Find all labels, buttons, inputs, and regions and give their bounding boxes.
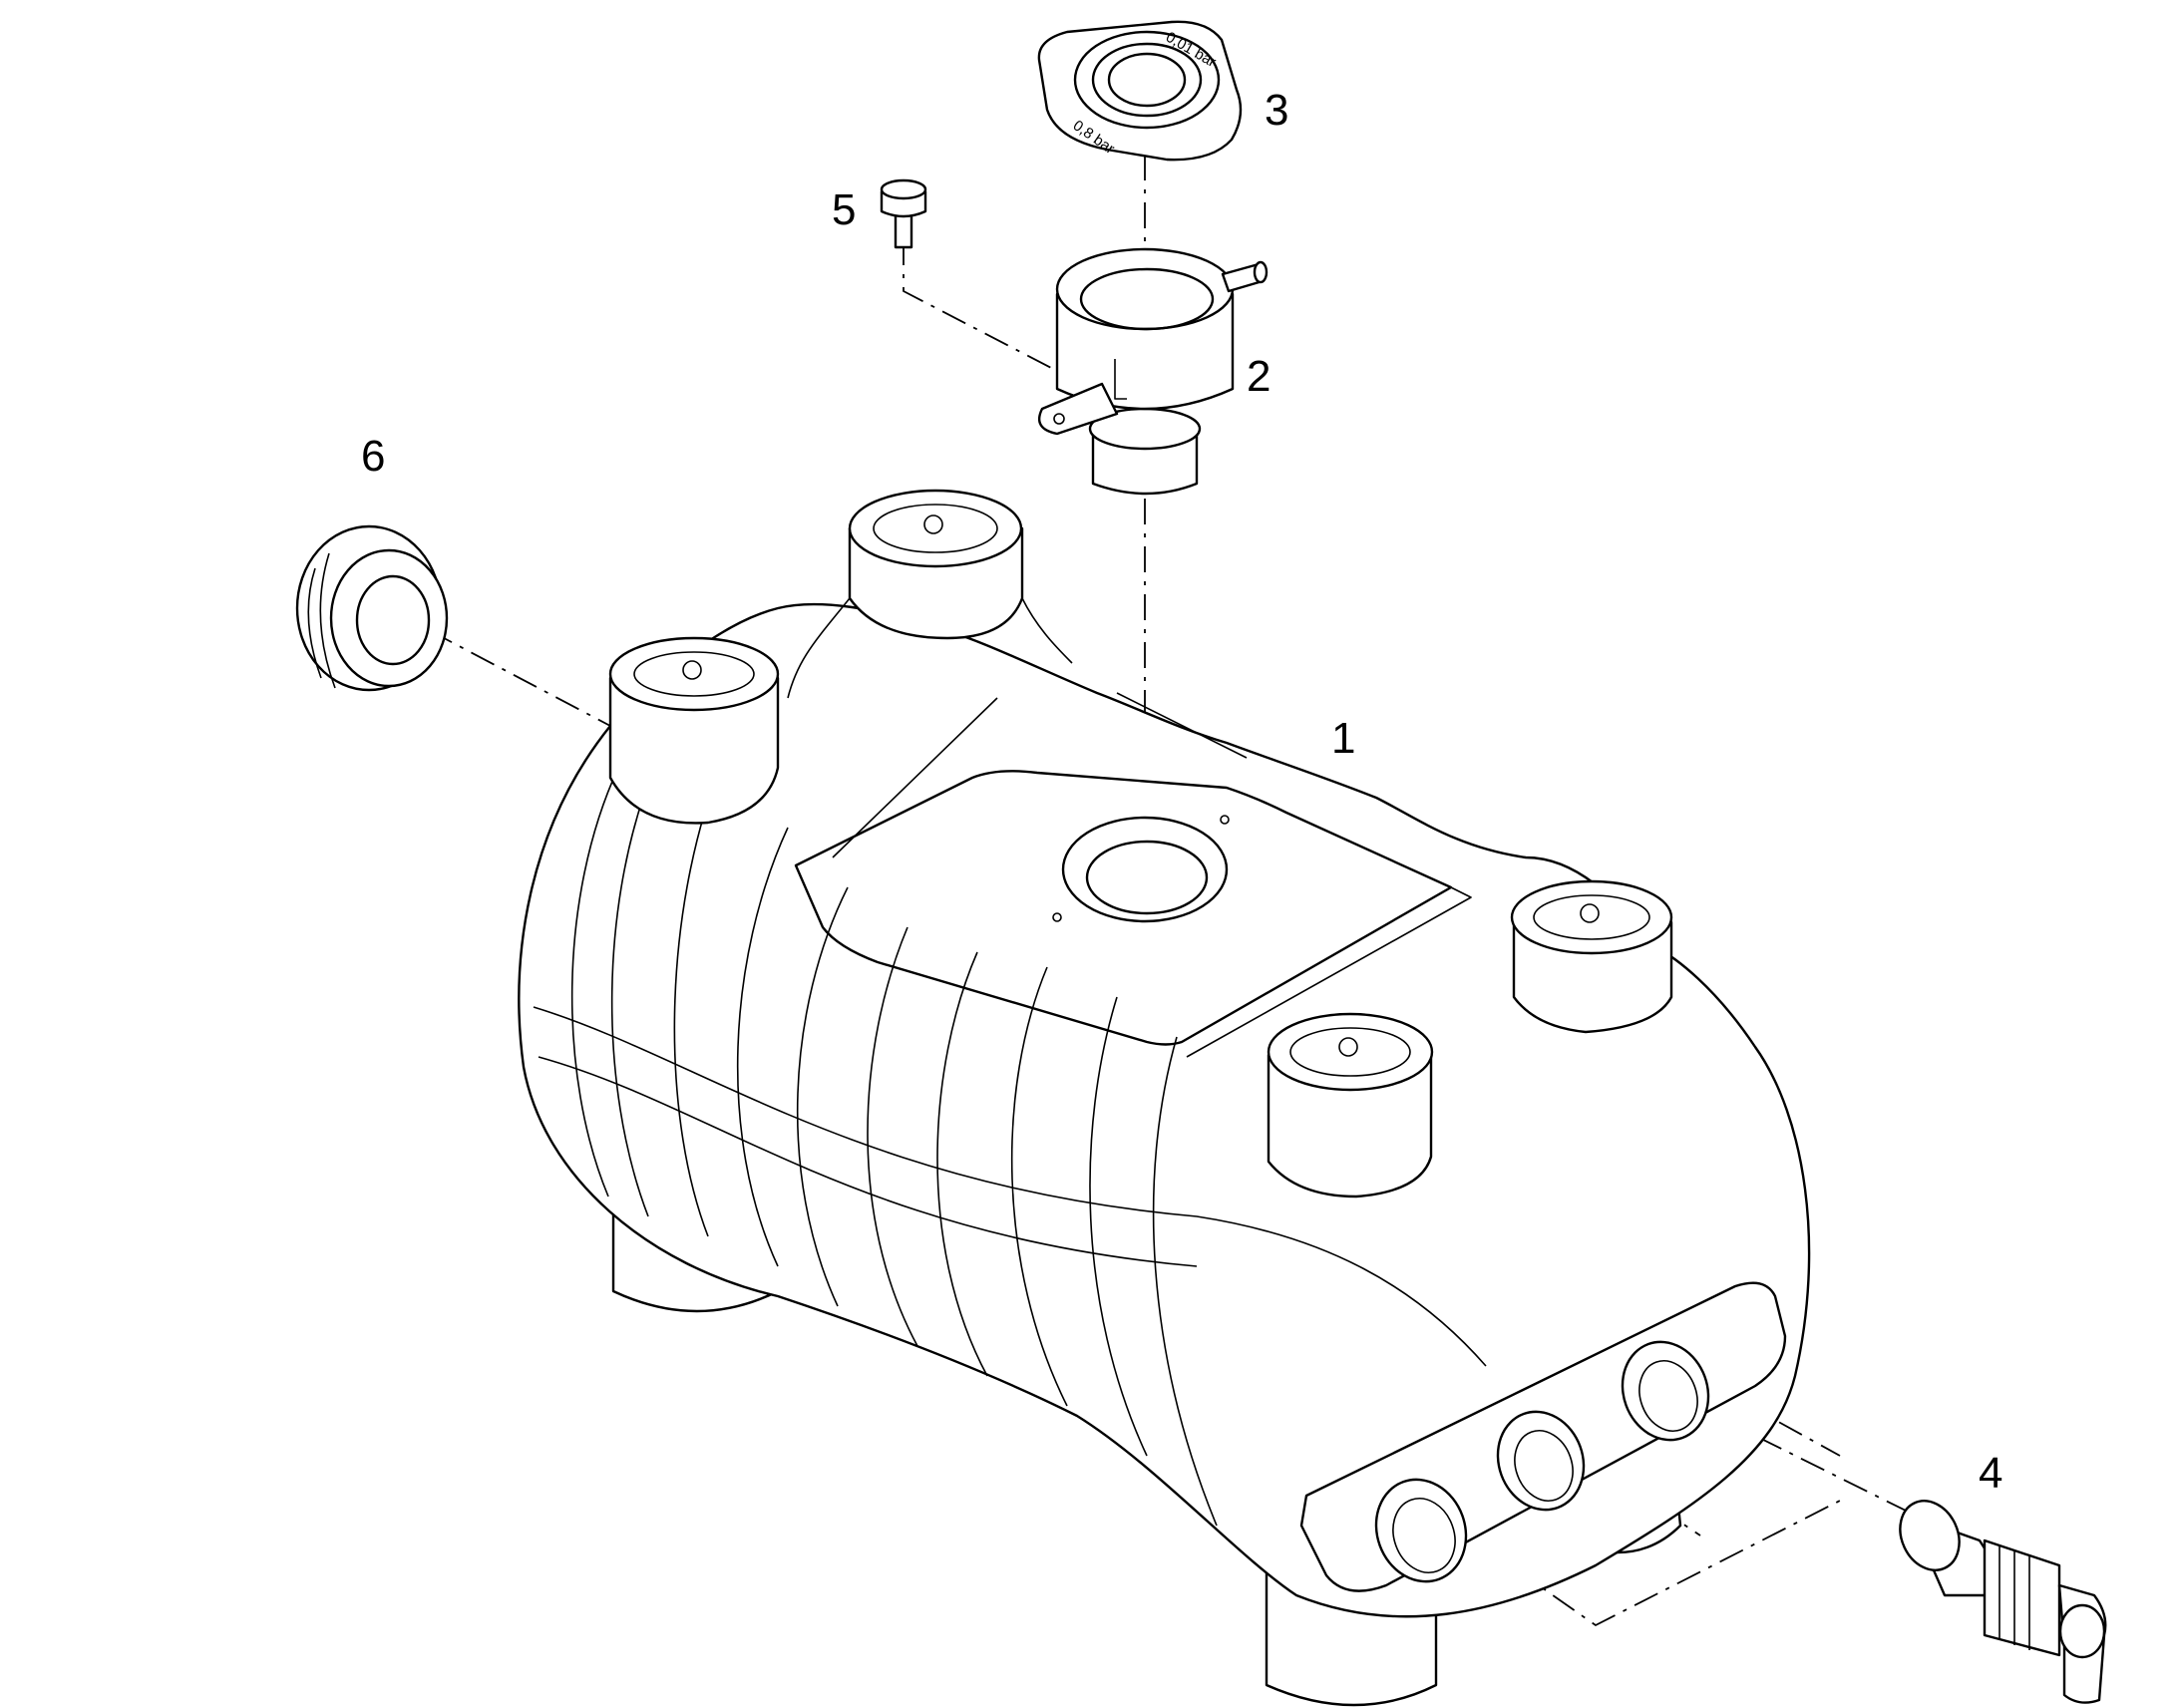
tank-filler-hole-2 bbox=[1052, 912, 1062, 922]
elbow-fitting-inlet bbox=[1899, 1500, 1961, 1571]
tank-filler-hole-1 bbox=[1220, 815, 1230, 825]
filler-neck-rim-inner bbox=[1079, 267, 1215, 331]
tank-port-right bbox=[1621, 1340, 1710, 1442]
tank-lug-left bbox=[608, 636, 780, 825]
callout-2: 2 bbox=[1247, 352, 1271, 401]
tank-lug-right bbox=[1510, 879, 1673, 1034]
tank-top-plate bbox=[794, 770, 1453, 1046]
tank-outline bbox=[518, 602, 1811, 1618]
callout-6: 6 bbox=[361, 432, 385, 481]
pressure-cap: 0,8 bar 0,01 bar bbox=[1037, 20, 1243, 162]
tank-lug-center bbox=[787, 489, 1073, 699]
tank-lug-front bbox=[1267, 1012, 1434, 1198]
pressure-cap-ring-outer bbox=[1073, 30, 1221, 130]
pressure-cap-ring-mid bbox=[1091, 42, 1203, 118]
screw bbox=[880, 178, 927, 249]
tank-filler-opening-inner bbox=[1085, 840, 1209, 915]
sight-glass-ring-inner bbox=[355, 574, 431, 666]
tank-body bbox=[518, 489, 1811, 1707]
elbow-fitting-nut bbox=[1983, 1538, 2061, 1657]
callout-5: 5 bbox=[832, 185, 856, 234]
callout-3: 3 bbox=[1265, 86, 1288, 135]
tank-port-left bbox=[1374, 1478, 1468, 1583]
callout-labels: 1 2 3 4 5 6 bbox=[361, 86, 2002, 1498]
filler-neck bbox=[1037, 247, 1269, 496]
pressure-cap-ring-inner bbox=[1107, 52, 1187, 108]
tank-port-panel bbox=[1299, 1281, 1787, 1592]
elbow-fitting bbox=[1899, 1500, 2107, 1704]
callout-1: 1 bbox=[1331, 714, 1355, 763]
tank-ribs bbox=[533, 747, 1487, 1527]
tank-top-plate-edge bbox=[832, 692, 1472, 1058]
tank-filler-opening bbox=[1061, 816, 1229, 923]
pressure-cap-body bbox=[1037, 20, 1243, 162]
filler-neck-mount-tab bbox=[1037, 382, 1119, 436]
sight-glass-ring bbox=[295, 524, 449, 692]
callout-4: 4 bbox=[1979, 1449, 2002, 1498]
leader-ring-to-tank bbox=[428, 629, 611, 727]
tank-port-middle bbox=[1496, 1410, 1586, 1512]
